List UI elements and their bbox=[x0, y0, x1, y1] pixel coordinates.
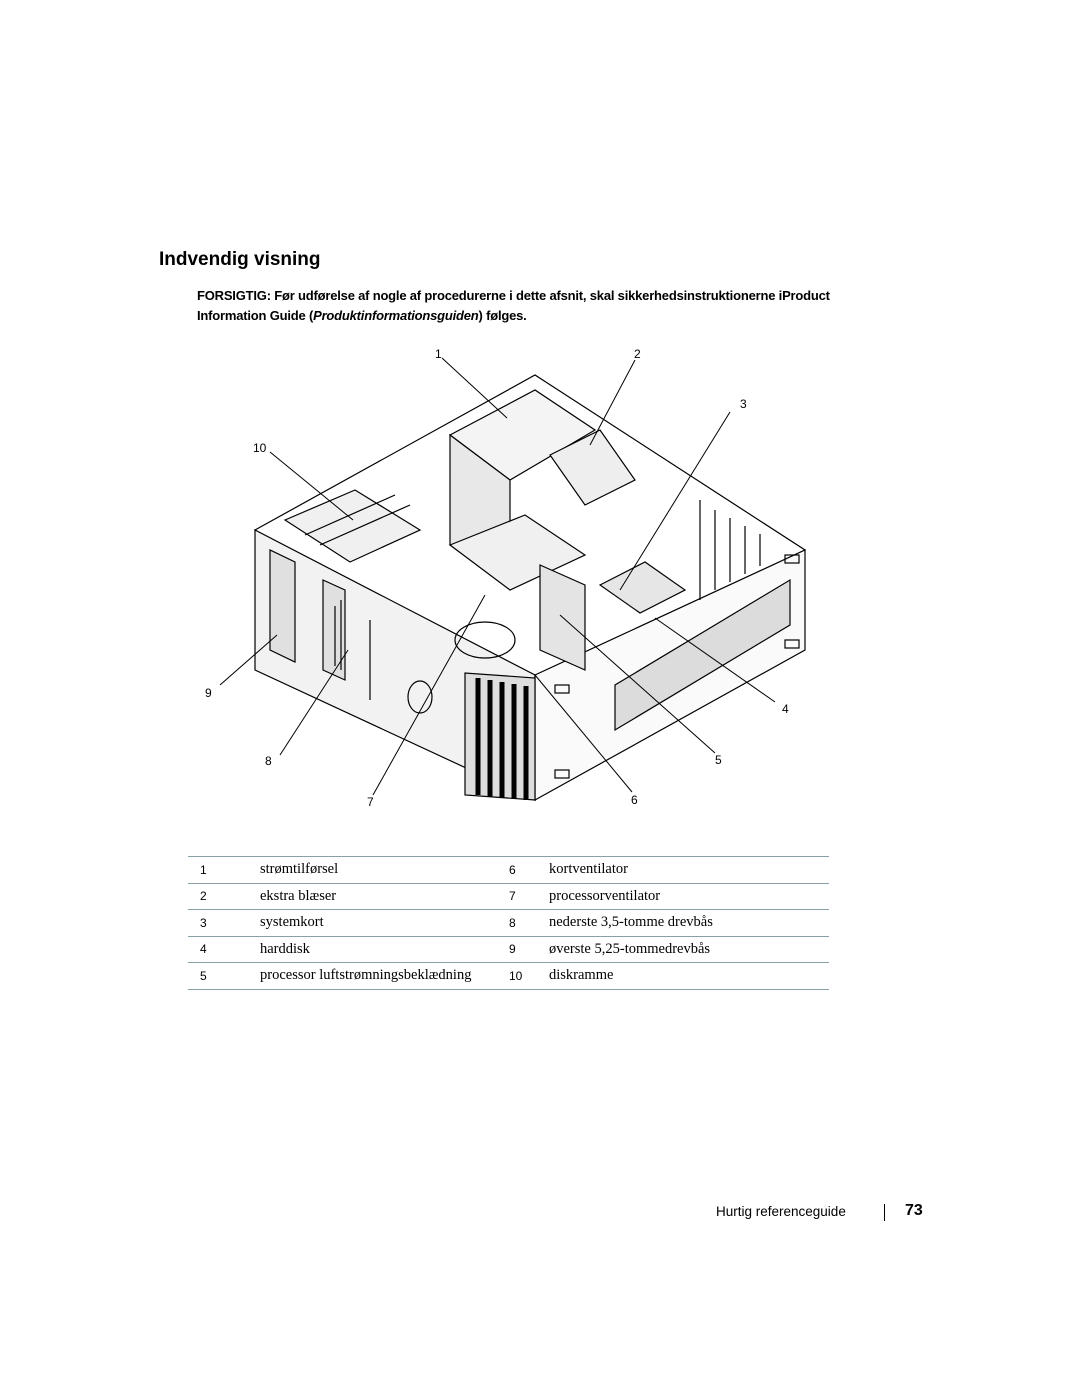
guide-name-italic: Produktinformationsguiden bbox=[313, 308, 479, 323]
caution-label: FORSIGTIG: bbox=[197, 288, 271, 303]
legend-number: 9 bbox=[504, 935, 549, 963]
legend-label: processorventilator bbox=[549, 882, 829, 910]
callout-numbers: 1 2 3 4 5 6 7 8 9 10 bbox=[205, 347, 789, 809]
callout-3: 3 bbox=[740, 397, 747, 411]
callout-2: 2 bbox=[634, 347, 641, 361]
legend-number: 1 bbox=[188, 856, 260, 883]
caution-text: Før udførelse af nogle af procedurerne i… bbox=[270, 288, 783, 303]
legend-label: processor luftstrømningsbeklædning bbox=[260, 962, 504, 990]
legend-number: 3 bbox=[188, 909, 260, 936]
callout-5: 5 bbox=[715, 753, 722, 767]
legend-label: harddisk bbox=[260, 935, 504, 963]
caution-notice: FORSIGTIG: Før udførelse af nogle af pro… bbox=[197, 286, 857, 326]
paren-close: ) bbox=[478, 308, 483, 323]
table-row: 2 ekstra blæser 7 processorventilator bbox=[188, 882, 829, 910]
paren-open: ( bbox=[305, 308, 314, 323]
table-row: 5 processor luftstrømningsbeklædning 10 … bbox=[188, 962, 829, 990]
legend-label: kortventilator bbox=[549, 856, 829, 883]
callout-10: 10 bbox=[253, 441, 267, 455]
section-title: Indvendig visning bbox=[159, 249, 321, 270]
callout-4: 4 bbox=[782, 702, 789, 716]
table-row: 3 systemkort 8 nederste 3,5-tomme drevbå… bbox=[188, 909, 829, 936]
legend-label: øverste 5,25-tommedrevbås bbox=[549, 935, 829, 963]
footer-divider bbox=[884, 1204, 885, 1221]
callout-8: 8 bbox=[265, 754, 272, 768]
legend-number: 2 bbox=[188, 882, 260, 910]
chassis-drawing bbox=[253, 374, 806, 802]
callout-9: 9 bbox=[205, 686, 212, 700]
legend-number: 6 bbox=[504, 856, 549, 883]
page-number: 73 bbox=[905, 1202, 923, 1219]
callout-6: 6 bbox=[631, 793, 638, 807]
legend-table: 1 strømtilførsel 6 kortventilator 2 ekst… bbox=[188, 856, 829, 990]
computer-interior-illustration: 1 2 3 4 5 6 7 8 9 10 bbox=[195, 340, 835, 820]
footer-guide-title: Hurtig referenceguide bbox=[716, 1204, 846, 1219]
legend-label: diskramme bbox=[549, 962, 829, 990]
legend-number: 4 bbox=[188, 935, 260, 963]
table-row: 1 strømtilførsel 6 kortventilator bbox=[188, 856, 829, 883]
callout-1: 1 bbox=[435, 347, 442, 361]
legend-label: nederste 3,5-tomme drevbås bbox=[549, 909, 829, 936]
legend-label: strømtilførsel bbox=[260, 856, 504, 883]
table-row: 4 harddisk 9 øverste 5,25-tommedrevbås bbox=[188, 935, 829, 963]
legend-number: 7 bbox=[504, 882, 549, 910]
callout-7: 7 bbox=[367, 795, 374, 809]
legend-number: 5 bbox=[188, 962, 260, 990]
legend-number: 10 bbox=[504, 962, 549, 990]
caution-text-end: følges. bbox=[482, 308, 527, 323]
callout-lines bbox=[219, 357, 776, 796]
legend-label: ekstra blæser bbox=[260, 882, 504, 910]
guide-name: Product Information Guide bbox=[197, 288, 830, 323]
legend-label: systemkort bbox=[260, 909, 504, 936]
legend-number: 8 bbox=[504, 909, 549, 936]
interior-diagram: 1 2 3 4 5 6 7 8 9 10 bbox=[205, 347, 806, 809]
